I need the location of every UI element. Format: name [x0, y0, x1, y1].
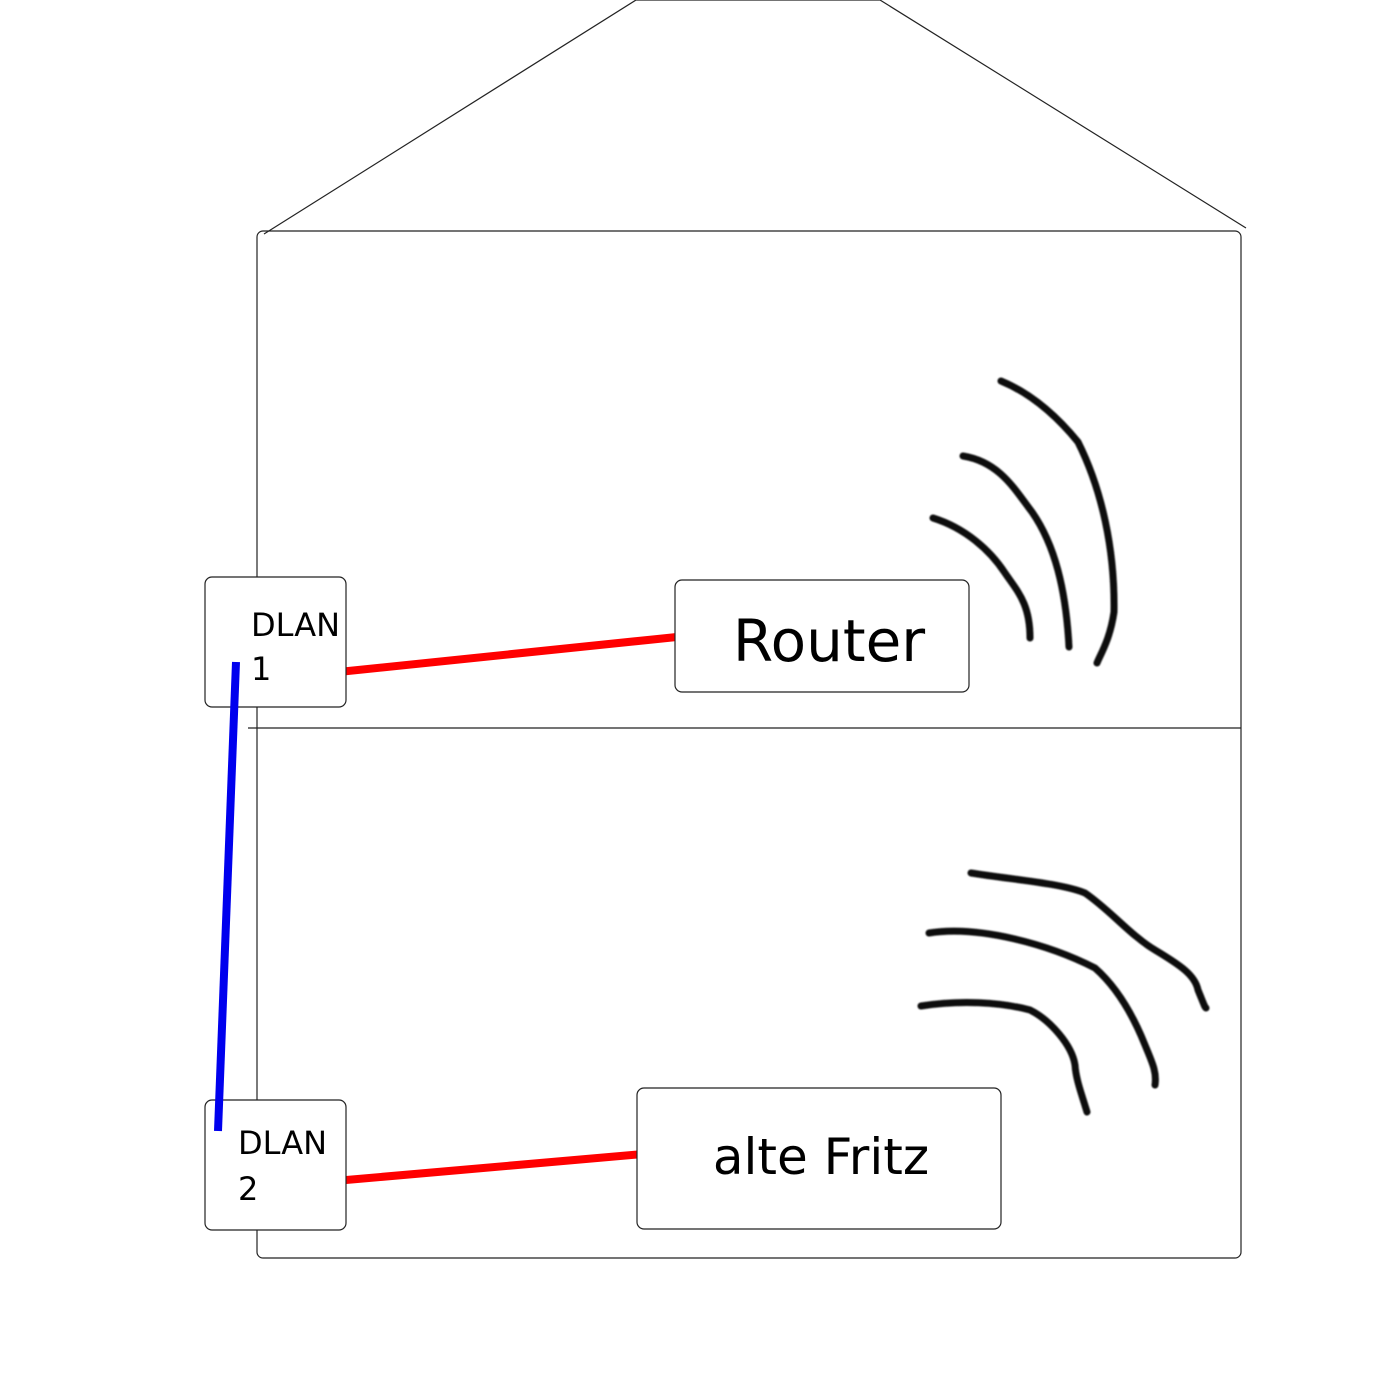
dlan1-adapter: DLAN 1: [204, 576, 347, 708]
dlan2-label-line1: DLAN: [238, 1124, 327, 1162]
roof: [263, 0, 1247, 235]
fritz-box: [636, 1087, 1002, 1230]
dlan-powerline-link: [214, 661, 240, 1132]
wifi-wave-inner: [917, 999, 1091, 1116]
house-walls: [256, 230, 1242, 1259]
wifi-wave-outer: [997, 377, 1118, 667]
wifi-wave-outer: [967, 869, 1210, 1012]
wifi-signal-icon: [929, 377, 1118, 667]
router-box: [674, 579, 970, 693]
dlan1-label-line1: DLAN: [251, 606, 340, 644]
wifi-signal-icon: [917, 869, 1210, 1116]
lan-cable-lower: [322, 1148, 667, 1186]
dlan2-adapter: DLAN 2: [204, 1099, 347, 1231]
dlan2-box: [204, 1099, 347, 1231]
fritz-label: alte Fritz: [713, 1128, 929, 1186]
dlan1-label-line2: 1: [251, 650, 271, 688]
house: [248, 0, 1247, 1259]
router-label: Router: [733, 607, 925, 675]
fritz-device: alte Fritz: [636, 1087, 1002, 1230]
wifi-wave-inner: [929, 514, 1034, 642]
dlan2-label-line2: 2: [238, 1170, 258, 1208]
wifi-wave-middle: [959, 452, 1073, 651]
connections: [318, 631, 697, 1186]
wifi-wave-middle: [925, 927, 1159, 1089]
router-device: Router: [674, 579, 970, 693]
dlan1-box: [204, 576, 347, 708]
lan-cable-upper: [318, 631, 697, 678]
